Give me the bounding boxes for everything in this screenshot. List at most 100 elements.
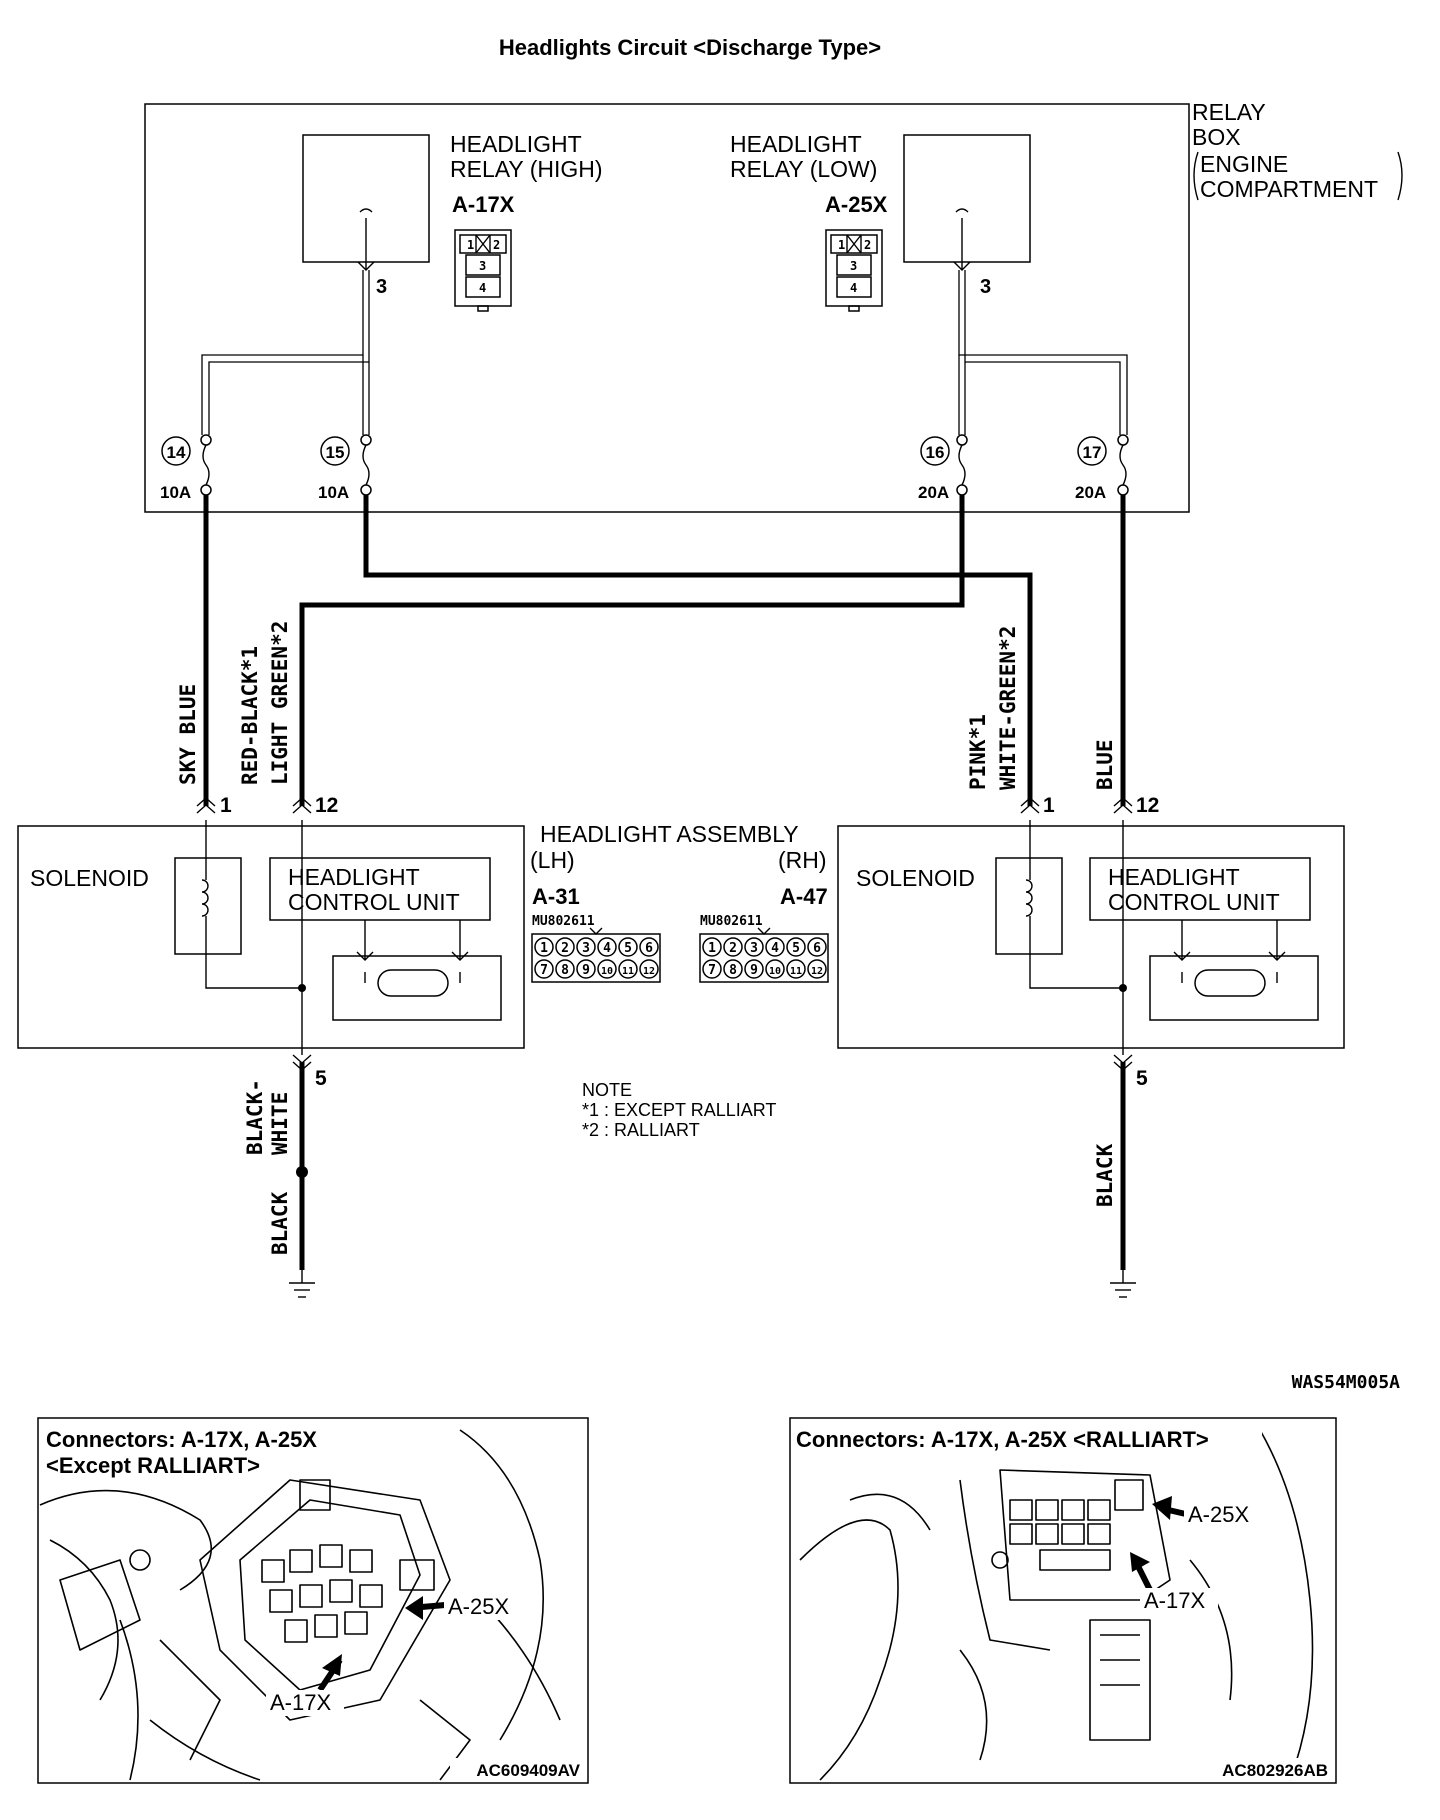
wire-pink-white-green: [363, 495, 1033, 806]
connector-pin-number: 2: [561, 941, 569, 956]
relay-connector-icon-a25x: 1 2 3 4: [825, 229, 883, 312]
connector-pin: [555, 937, 575, 957]
svg-text:16: 16: [926, 443, 945, 462]
wire-labels: SKY BLUE RED-BLACK*1 LIGHT GREEN*2 PINK*…: [176, 621, 1117, 1255]
solenoid-label: SOLENOID: [30, 865, 149, 891]
svg-text:RELAY (LOW): RELAY (LOW): [730, 156, 877, 182]
connector-pin-number: 8: [729, 963, 737, 978]
svg-text:HEADLIGHT: HEADLIGHT: [288, 864, 420, 890]
lamp-box-rh: [1149, 955, 1319, 1021]
svg-text:CONTROL UNIT: CONTROL UNIT: [288, 889, 460, 915]
relay-connector-icon-a17x: 1 2 3 4: [454, 229, 512, 312]
ground-symbol-lh: [289, 1270, 315, 1298]
connector-pin: [597, 937, 617, 957]
svg-text:17: 17: [1083, 443, 1102, 462]
assembly-center-labels: HEADLIGHT ASSEMBLY (LH) (RH) A-31 A-47 M…: [530, 821, 828, 929]
connector-pin: [765, 937, 785, 957]
solenoid-box: [174, 857, 242, 955]
callout-a25x-right: A-25X: [1188, 1502, 1249, 1527]
connector-pin: [723, 937, 743, 957]
svg-text:14: 14: [167, 443, 186, 462]
svg-text:(LH): (LH): [530, 847, 575, 873]
solenoid-box-rh: [995, 857, 1063, 955]
svg-text:HEADLIGHT: HEADLIGHT: [1108, 864, 1240, 890]
photo-right-code: AC802926AB: [1222, 1761, 1328, 1780]
label-light-green: LIGHT GREEN*2: [268, 621, 292, 785]
connector-pin: [744, 959, 764, 979]
solenoid-coil-icon: [201, 879, 209, 917]
note-block: NOTE *1 : EXCEPT RALLIART *2 : RALLIART: [582, 1080, 776, 1140]
connector-pin: [786, 959, 806, 979]
connector-pin-number: 9: [582, 963, 590, 978]
connector-pin-number: 10: [601, 966, 613, 977]
svg-text:1: 1: [838, 238, 845, 252]
svg-text:HEADLIGHT: HEADLIGHT: [450, 131, 582, 157]
label-black-rh: BLACK: [1093, 1143, 1117, 1207]
relay-low-coil-box: [903, 134, 1031, 263]
connector-pin-number: 9: [750, 963, 758, 978]
label-black-lh: BLACK: [268, 1191, 292, 1255]
lh-pin-12: 12: [315, 794, 338, 817]
connector-pin-number: 3: [750, 941, 758, 956]
fuse-15: 15 10A: [318, 434, 372, 502]
connector-pin: [639, 937, 659, 957]
discharge-bulb-icon-rh: [1194, 969, 1266, 997]
photo-panel-ralliart: Connectors: A-17X, A-25X <RALLIART> A-25…: [789, 1417, 1337, 1784]
svg-text:20A: 20A: [918, 483, 949, 502]
connector-pin-number: 2: [729, 941, 737, 956]
connector-pin: [786, 937, 806, 957]
connector-pin-number: 1: [708, 941, 716, 956]
svg-text:10A: 10A: [160, 483, 191, 502]
connector-key: [589, 927, 603, 935]
control-unit-box: [269, 857, 491, 921]
relay-low: HEADLIGHT RELAY (LOW) A-25X 3: [730, 131, 1031, 298]
connector-pin: [807, 937, 827, 957]
photo-right-title: Connectors: A-17X, A-25X <RALLIART>: [796, 1427, 1209, 1452]
connector-pin-number: 4: [603, 941, 611, 956]
connector-pin: [807, 959, 827, 979]
connector-pin: [702, 959, 722, 979]
connector-pin: [723, 959, 743, 979]
relay-low-pin: 3: [980, 276, 991, 298]
connector-pin-number: 11: [622, 966, 634, 977]
relay-high-contact: [359, 208, 373, 213]
rh-pin-1: 1: [1043, 794, 1055, 817]
connector-pin-number: 12: [643, 966, 655, 977]
assembly-title: HEADLIGHT ASSEMBLY: [540, 821, 799, 847]
bracket-right: [1397, 151, 1403, 201]
headlight-assembly-lh: SOLENOID HEADLIGHT CONTROL UNIT: [17, 820, 525, 1055]
solenoid-coil-icon-rh: [1025, 879, 1033, 917]
svg-text:BOX: BOX: [1192, 124, 1241, 150]
connector-pin: [639, 959, 659, 979]
connector-pin: [576, 937, 596, 957]
connector-pin: [765, 959, 785, 979]
harness-wires: [203, 495, 1126, 1270]
svg-text:MU802611: MU802611: [532, 914, 595, 929]
connector-pin-number: 12: [811, 966, 823, 977]
connector-pin-number: 11: [790, 966, 802, 977]
fuse-17: 17 20A: [1075, 434, 1129, 502]
connector-pin: [702, 937, 722, 957]
label-red-black: RED-BLACK*1: [238, 646, 262, 785]
connector-pin-number: 7: [540, 963, 548, 978]
rh-pin-12: 12: [1136, 794, 1159, 817]
photo-left-code: AC609409AV: [476, 1761, 580, 1780]
control-unit-box-rh: [1089, 857, 1311, 921]
connector-pin-number: 5: [792, 941, 800, 956]
connector-a31-label: A-31: [532, 884, 580, 909]
connector-pin-number: 5: [624, 941, 632, 956]
connector-pin: [618, 959, 638, 979]
figure-code: WAS54M005A: [1292, 1372, 1401, 1393]
connector-pin-number: 1: [540, 941, 548, 956]
pin-arrows: [196, 797, 1133, 1071]
fuse-14: 14 10A: [160, 434, 212, 502]
connector-pin-number: 7: [708, 963, 716, 978]
svg-text:20A: 20A: [1075, 483, 1106, 502]
note-item-1: *1 : EXCEPT RALLIART: [582, 1100, 776, 1120]
note-item-2: *2 : RALLIART: [582, 1120, 700, 1140]
svg-text:ENGINE: ENGINE: [1200, 151, 1288, 177]
connector-pin-number: 4: [771, 941, 779, 956]
connector-pin: [534, 937, 554, 957]
